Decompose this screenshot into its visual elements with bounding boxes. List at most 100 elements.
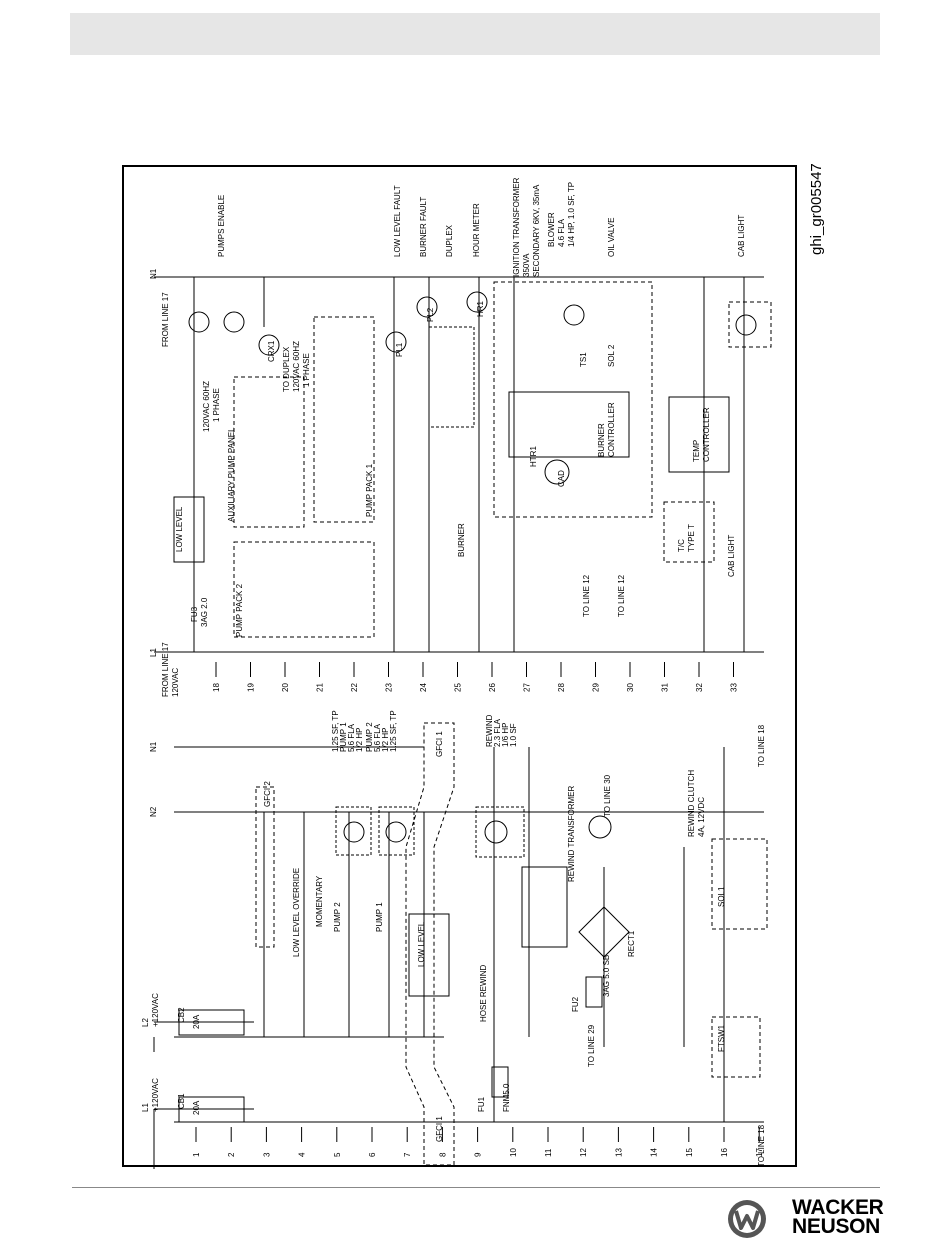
oil-valve-label: OIL VALVE — [607, 218, 616, 257]
low-level-fault-label: LOW LEVEL FAULT — [393, 185, 402, 257]
burner-switch-label: BURNER — [457, 523, 466, 557]
to-line-29: TO LINE 29 — [587, 1024, 596, 1067]
htr1-label: HTR1 — [529, 446, 538, 467]
rewind-transformer-label: REWIND TRANSFORMER — [567, 785, 576, 882]
fu2-label: FU2 — [571, 996, 580, 1012]
line-number-9: 9 — [474, 1152, 483, 1157]
line-number-22: 22 — [350, 683, 359, 692]
to-duplex-2: 120VAC 60HZ — [292, 341, 301, 392]
brand-logo-icon — [728, 1200, 766, 1238]
aux-panel-label: AUXILIARY PUMP PANEL — [227, 427, 236, 522]
rewind-spec-3: 1/6 HP — [501, 723, 510, 747]
fu2-rating: 3AG 5.0 SB — [602, 955, 611, 997]
line-number-31: 31 — [661, 683, 670, 692]
pump-pack-1-label: PUMP PACK 1 — [365, 463, 374, 517]
from-line-17-label: FROM LINE 17 — [161, 642, 170, 697]
cb2-rating: 20A — [192, 1014, 201, 1029]
pump1-spec-1: PUMP 1 — [339, 722, 348, 752]
tc-type-2: TYPE T — [687, 524, 696, 552]
blower-3: 1/4 HP, 1.0 SF, TP — [567, 182, 576, 247]
l2-voltage: +120VAC — [151, 993, 160, 1027]
l1-voltage: +120VAC — [151, 1078, 160, 1112]
footer-divider — [72, 1187, 880, 1188]
ftsw1-label: FTSW1 — [717, 1024, 726, 1052]
line-number-27: 27 — [523, 683, 532, 692]
ts1-label: TS1 — [579, 352, 588, 367]
pump1-spec-3: 1/2 HP — [355, 728, 364, 752]
pump2-spec-2: 5.6 FLA — [373, 723, 382, 752]
line-number-21: 21 — [316, 683, 325, 692]
brand-line-2: NEUSON — [792, 1215, 881, 1238]
to-duplex-3: 1 PHASE — [302, 353, 311, 387]
low-level-box-label: LOW LEVEL — [175, 506, 184, 552]
line-number-13: 13 — [614, 1148, 623, 1157]
line-number-5: 5 — [333, 1152, 342, 1157]
gfci1-label-top: GFCI 1 — [435, 731, 444, 757]
to-line-30: TO LINE 30 — [603, 774, 612, 817]
line-number-12: 12 — [579, 1148, 588, 1157]
pl1-label: PL1 — [395, 342, 404, 357]
line-number-17: 17 — [755, 1148, 764, 1157]
n2-label: N2 — [149, 806, 158, 817]
pump2-spec-4: 1.25 SF, TP — [389, 710, 398, 752]
aux-spec-1: 120VAC 60HZ — [202, 381, 211, 432]
line-number-11: 11 — [544, 1148, 553, 1157]
sol1-label: SOL1 — [717, 886, 726, 907]
page-header-bar — [70, 13, 880, 55]
line-number-18: 18 — [212, 683, 221, 692]
line-number-33: 33 — [730, 683, 739, 692]
temp-controller-1: TEMP — [692, 440, 701, 462]
line-number-30: 30 — [626, 683, 635, 692]
line-number-32: 32 — [695, 683, 704, 692]
pump1-spec-4: 1.25 SF, TP — [331, 710, 340, 752]
hose-rewind-label: HOSE REWIND — [479, 964, 488, 1022]
line-number-8: 8 — [438, 1152, 447, 1157]
l2-label: L2 — [141, 1018, 150, 1027]
fu3-rating: 3AG 2.0 — [200, 597, 209, 627]
sol2-label: SOL 2 — [607, 344, 616, 367]
pump1-switch-label: PUMP 1 — [375, 902, 384, 932]
burner-controller-2: CONTROLLER — [607, 402, 616, 457]
line-number-28: 28 — [557, 683, 566, 692]
crx1-label: CRX1 — [267, 340, 276, 362]
temp-controller-2: CONTROLLER — [702, 407, 711, 462]
gfci1-label-bottom: GFCI 1 — [435, 1116, 444, 1142]
to-line-18-bottom: TO LINE 18 — [757, 1124, 766, 1167]
line-number-26: 26 — [488, 683, 497, 692]
gfci2-label: GFCI 2 — [263, 781, 272, 807]
to-duplex-1: TO DUPLEX — [282, 346, 291, 392]
brand-wordmark: WACKER NEUSON — [792, 1197, 884, 1238]
line-number-16: 16 — [720, 1148, 729, 1157]
cad-label: CAD — [557, 470, 566, 487]
line-number-2: 2 — [227, 1152, 236, 1157]
line-number-23: 23 — [385, 683, 394, 692]
rewind-clutch-label: REWIND CLUTCH — [687, 770, 696, 837]
rewind-spec-4: 1.0 SF — [509, 723, 518, 747]
cb2-label: CB2 — [177, 1007, 186, 1023]
pump2-spec-3: 1/2 HP — [381, 728, 390, 752]
pump2-switch-label: PUMP 2 — [333, 902, 342, 932]
fu1-label: FU1 — [477, 1096, 486, 1112]
rewind-spec-2: 2.3 FLA — [493, 718, 502, 747]
pumps-enable-label: PUMPS ENABLE — [217, 195, 226, 257]
line-number-15: 15 — [685, 1148, 694, 1157]
line-number-4: 4 — [298, 1152, 307, 1157]
low-level-override-label: LOW LEVEL OVERRIDE — [292, 868, 301, 957]
n1-label-right: N1 — [149, 268, 158, 279]
line-number-6: 6 — [368, 1152, 377, 1157]
to-line-12-b: TO LINE 12 — [617, 574, 626, 617]
line-number-20: 20 — [281, 683, 290, 692]
from-line-17-label-top: FROM LINE 17 — [161, 292, 170, 347]
ignition-3: SECONDARY 6KV, 35mA — [532, 184, 541, 277]
n1-label-left: N1 — [149, 741, 158, 752]
fu1-rating: FNM5.0 — [502, 1083, 511, 1112]
line-number-3: 3 — [262, 1152, 271, 1157]
to-line-18-top: TO LINE 18 — [757, 724, 766, 767]
rewind-clutch-spec: 4A, 12VDC — [697, 797, 706, 837]
cab-light-switch-label: CAB LIGHT — [727, 535, 736, 577]
burner-fault-label: BURNER FAULT — [419, 197, 428, 257]
line-number-10: 10 — [509, 1148, 518, 1157]
